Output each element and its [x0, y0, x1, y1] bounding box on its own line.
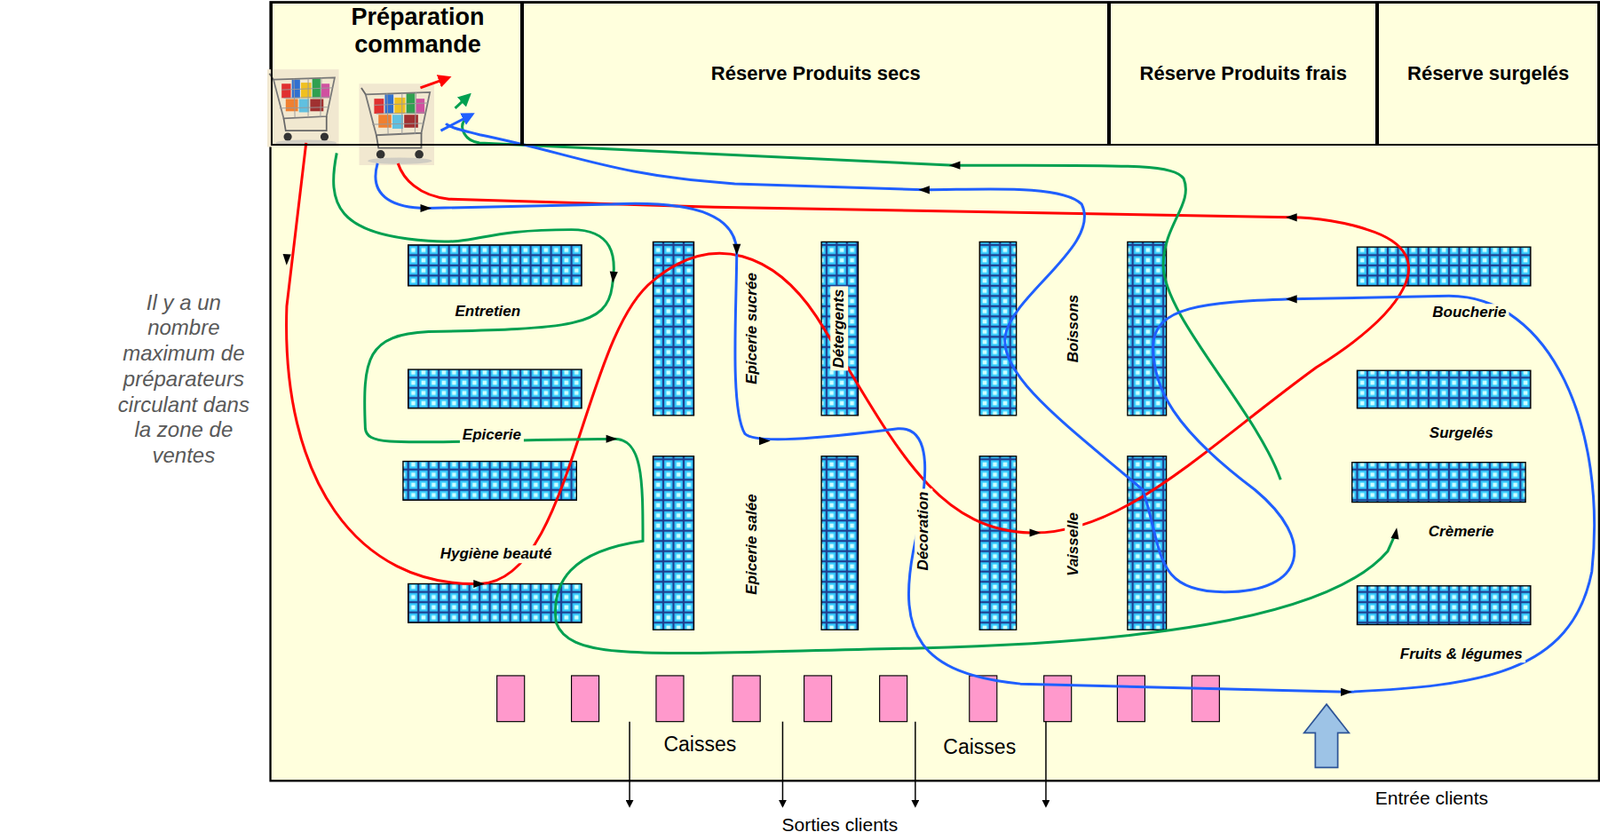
shelf-label: Epicerie salée	[743, 491, 761, 597]
checkout-label: Caisses	[940, 735, 1019, 759]
room-label: Réserve Produits secs	[711, 62, 921, 86]
shelf-label: Boissons	[1064, 292, 1083, 366]
shelf-label: Crèmerie	[1425, 522, 1498, 541]
shelf-label: Vaisselle	[1064, 508, 1083, 579]
note-text: Il y a un nombre maximum de préparateurs…	[107, 290, 260, 470]
shelf-label: Epicerie	[459, 426, 524, 444]
exit-label: Sorties clients	[778, 814, 901, 836]
shelf-label: Détergents	[830, 286, 848, 372]
room-label: Réserve surgelés	[1407, 62, 1569, 86]
room-label: Préparation commande	[318, 3, 518, 59]
entrance-label: Entrée clients	[1372, 787, 1491, 809]
shelf-label: Surgelés	[1426, 425, 1497, 444]
shelf-label: Epicerie sucrée	[743, 269, 761, 388]
checkout-label: Caisses	[660, 732, 739, 756]
shelf-label: Fruits & légumes	[1397, 645, 1526, 664]
storage-room: Réserve Produits secs	[522, 1, 1109, 146]
shelf-label: Décoration	[914, 488, 933, 573]
preparation-area: Préparation commande	[270, 1, 523, 146]
room-label: Réserve Produits frais	[1140, 62, 1348, 86]
storage-room: Réserve surgelés	[1377, 1, 1599, 146]
shelf-label: Boucherie	[1429, 303, 1509, 322]
shelf-label: Hygiène beauté	[437, 545, 555, 563]
storage-room: Réserve Produits frais	[1108, 1, 1378, 146]
shelf-label: Entretien	[451, 302, 523, 321]
